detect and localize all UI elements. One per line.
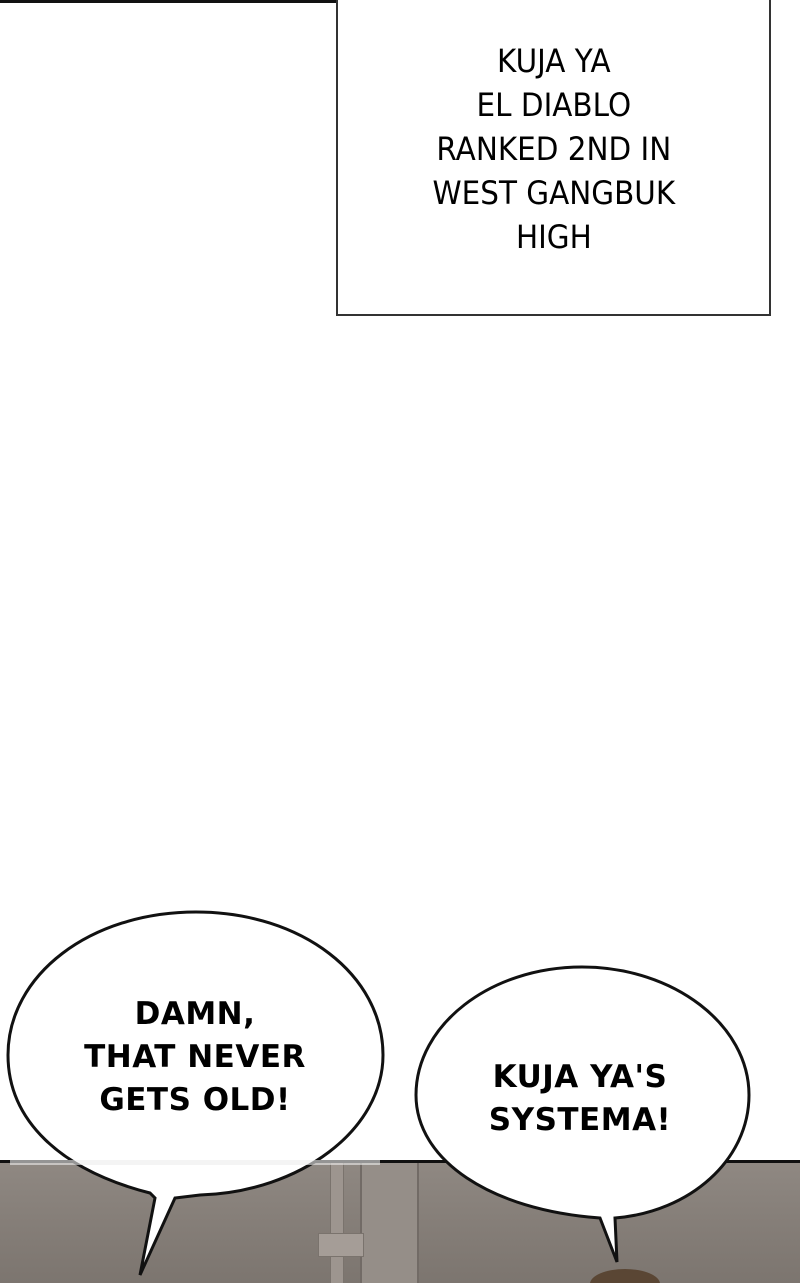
- caption-line: EL DIABLO: [476, 86, 631, 124]
- background-scene-panel: [0, 1160, 800, 1283]
- bubble-line: KUJA YA'S: [492, 1059, 668, 1095]
- wall-pipe: [330, 1163, 344, 1283]
- caption-text: KUJA YA EL DIABLO RANKED 2ND IN WEST GAN…: [432, 39, 675, 259]
- caption-box: KUJA YA EL DIABLO RANKED 2ND IN WEST GAN…: [336, 0, 771, 316]
- character-head: [590, 1269, 660, 1283]
- caption-line: WEST GANGBUK: [432, 174, 675, 212]
- caption-line: RANKED 2ND IN: [436, 130, 671, 168]
- caption-line: KUJA YA: [496, 42, 611, 80]
- panel-top-border: [0, 0, 338, 3]
- pipe-clamp: [318, 1233, 364, 1257]
- bubble-line: DAMN,: [134, 996, 256, 1032]
- bubble-line: THAT NEVER: [84, 1039, 306, 1075]
- speech-bubble-left-text: DAMN, THAT NEVER GETS OLD!: [60, 993, 330, 1122]
- caption-line: HIGH: [515, 218, 592, 256]
- speech-bubble-right-text: KUJA YA'S SYSTEMA!: [450, 1056, 710, 1142]
- bubble-line: SYSTEMA!: [488, 1102, 672, 1138]
- bubble-line: GETS OLD!: [99, 1082, 291, 1118]
- wall-pillar: [360, 1163, 419, 1283]
